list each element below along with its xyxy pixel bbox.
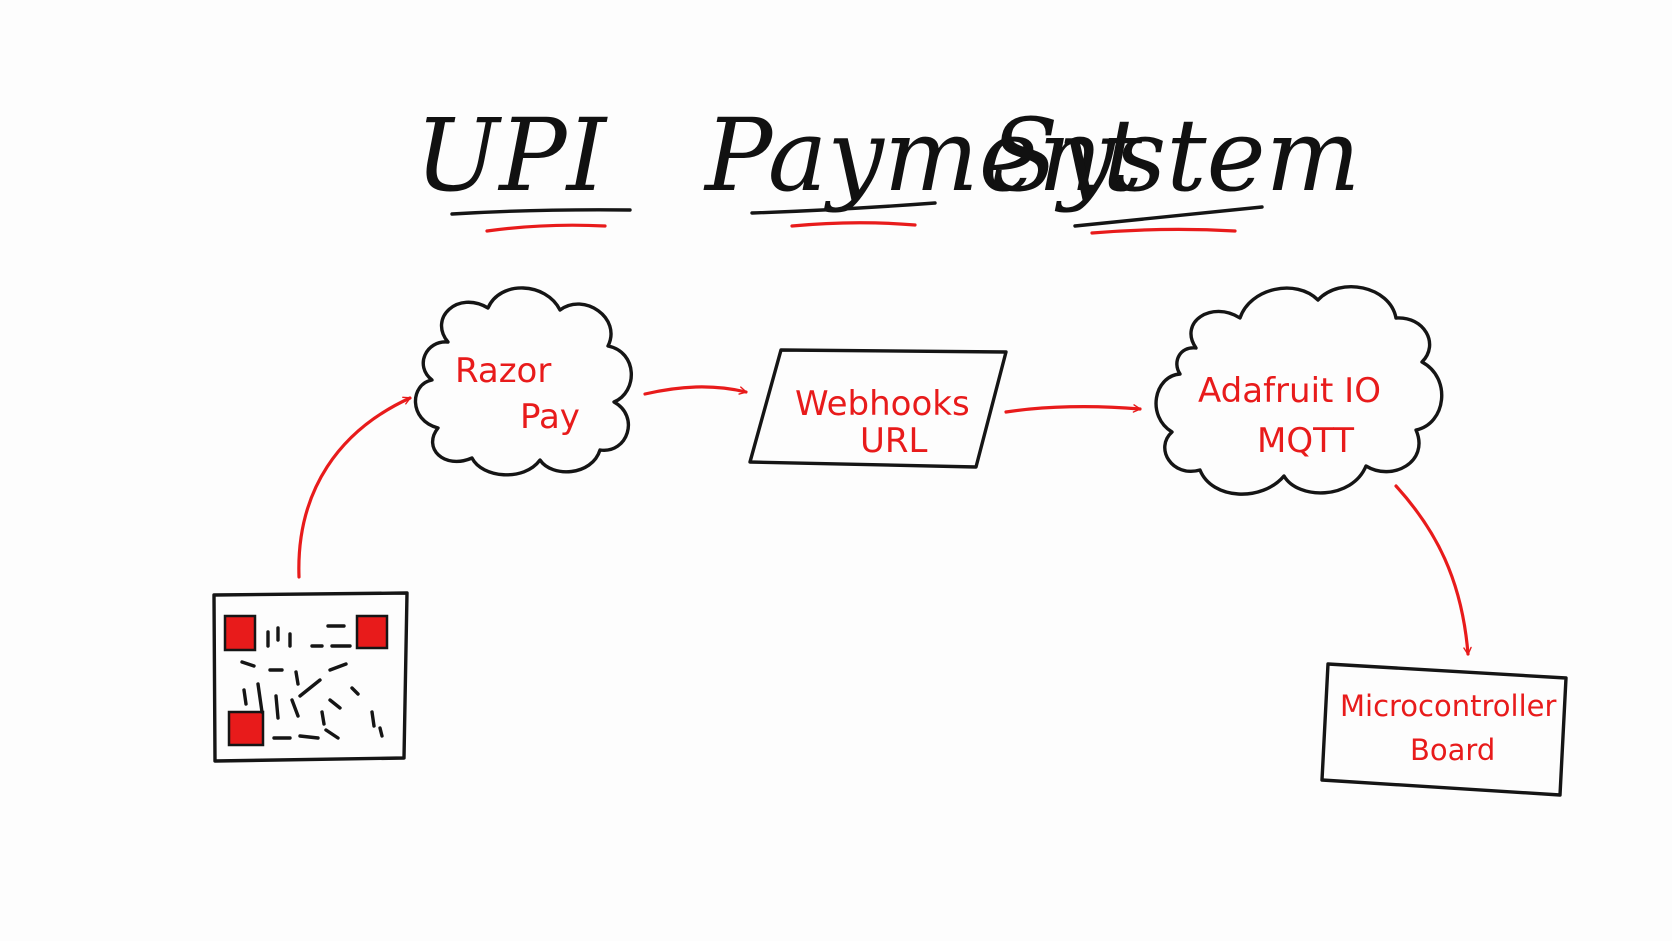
razorpay-cloud-outline	[413, 286, 633, 477]
adafruit-cloud-outline	[1154, 285, 1444, 496]
razorpay-label-line1: Razor	[455, 351, 551, 391]
microcontroller-label-line1: Microcontroller	[1340, 689, 1556, 723]
razorpay-label-line2: Pay	[520, 397, 580, 437]
title-word-payment: Payment	[703, 97, 1143, 214]
adafruit-label-line1: Adafruit IO	[1198, 371, 1381, 411]
microcontroller-board-node: Microcontroller Board	[1320, 662, 1568, 797]
microcontroller-label-line2: Board	[1410, 733, 1495, 767]
arrow-qr-to-razorpay	[297, 396, 412, 579]
title-underline-upi	[450, 208, 632, 216]
qr-finder-top-right	[355, 614, 389, 650]
qr-finder-bottom-left	[227, 710, 265, 747]
webhooks-parallelogram-outline	[748, 348, 1008, 469]
webhooks-label-line2: URL	[860, 421, 928, 461]
webhooks-url-node: Webhooks URL	[748, 348, 1008, 469]
qr-data-modules	[240, 624, 384, 740]
adafruit-label-line2: MQTT	[1257, 421, 1354, 461]
arrow-webhooks-to-adafruit	[1004, 404, 1142, 414]
razorpay-cloud-node: Razor Pay	[413, 286, 633, 477]
webhooks-label-line1: Webhooks	[795, 384, 970, 424]
adafruit-io-cloud-node: Adafruit IO MQTT	[1154, 285, 1444, 496]
title-word-system: System	[990, 97, 1361, 214]
arrow-adafruit-to-microcontroller	[1394, 484, 1472, 656]
qr-code-border	[212, 591, 409, 763]
title-red-underline-payment	[790, 221, 917, 228]
title-underline-system	[1073, 205, 1264, 228]
upi-qr-code	[212, 591, 409, 763]
title-red-underline-system	[1090, 227, 1237, 235]
title-word-upi: UPI	[415, 97, 609, 214]
qr-finder-top-left	[223, 614, 257, 652]
microcontroller-box-outline	[1320, 662, 1568, 797]
title-underline-payment	[750, 201, 937, 215]
diagram-title: UPI Payment System	[415, 97, 1361, 235]
arrow-razorpay-to-webhooks	[643, 385, 748, 396]
title-red-underline-upi	[485, 223, 607, 233]
